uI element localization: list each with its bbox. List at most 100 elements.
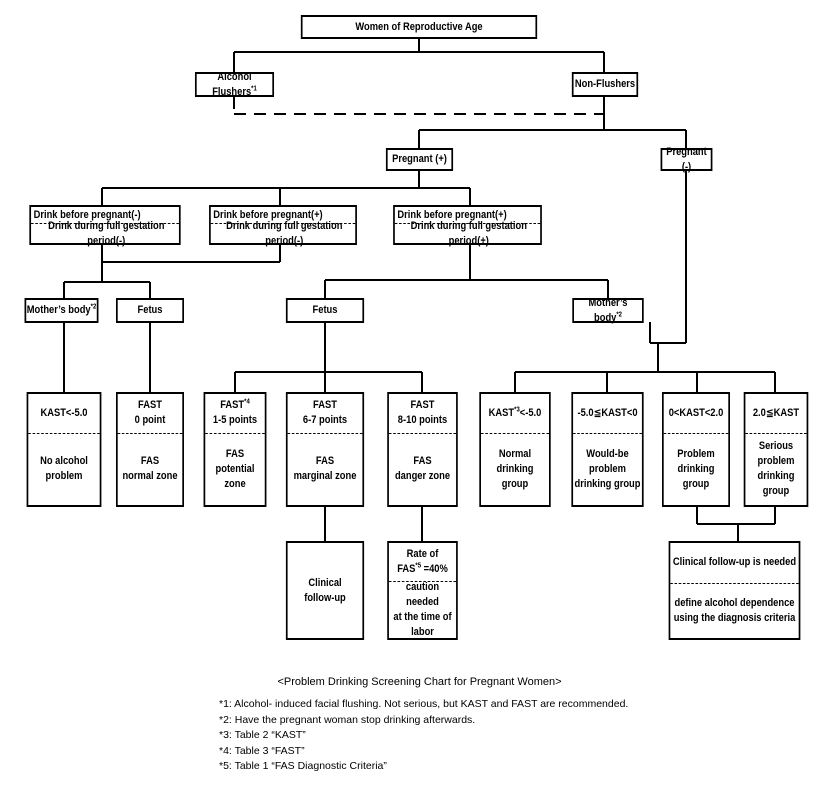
fetus-mid-box: Fetus (285, 298, 365, 323)
fetus-left-label: Fetus (137, 304, 163, 316)
note-ref-1: *1 (251, 84, 257, 92)
footnote-2: *2: Have the pregnant woman stop drinkin… (219, 713, 476, 726)
fast-1-5-top-1: FAST*4 (220, 398, 250, 413)
kast-normal-box: KAST*3<-5.0 Normal drinking group (479, 392, 551, 507)
fast-8-10-bottom-1: FAS (413, 455, 432, 468)
rate-fas-line-2: FAS*5 =40% (397, 562, 448, 577)
kast-left-bottom-1: No alcohol (40, 455, 88, 468)
kast-serious-bottom-1: Serious (758, 440, 794, 453)
mothers-body-right-box: Mother’s body*2 (572, 296, 644, 326)
fast-0-bottom-2: normal zone (122, 470, 178, 483)
fast-1-5-top-text: FAST (220, 399, 245, 412)
drink-c-bottom: Drink during full gestation period(+) (410, 219, 527, 247)
alcohol-flushers-label: Alcohol Flushers*1 (197, 70, 273, 100)
mothers-body-right-label: Mother’s body*2 (574, 296, 642, 326)
kast-problem-bottom-2: drinking (677, 462, 715, 475)
fast-8-10-box: FAST 8-10 points FAS danger zone (387, 392, 458, 507)
kast-left-box: KAST<-5.0 No alcohol problem (26, 392, 102, 507)
clinical-followup-box: Clinical follow-up (285, 541, 365, 640)
rate-fas-bottom-3: labor (411, 626, 434, 638)
mothers-body-right-text: Mother’s body (588, 296, 628, 324)
kast-serious-bottom-4: group (762, 485, 790, 498)
kast-serious-bottom-3: drinking (757, 470, 795, 483)
drink-a-bottom: Drink during full gestation period(-) (48, 219, 165, 247)
fast-0-box: FAST 0 point FAS normal zone (116, 392, 184, 507)
clinical-needed-bottom-2: using the diagnosis criteria (673, 611, 796, 624)
kast-normal-bottom-2: group (501, 477, 529, 490)
footnotes: *1: Alcohol- induced facial flushing. No… (219, 697, 628, 775)
rate-fas-bottom-1: caution needed (405, 581, 440, 608)
note-ref-3: *3 (514, 406, 520, 414)
fast-6-7-top-1: FAST (313, 399, 337, 412)
root-box: Women of Reproductive Age (300, 15, 538, 39)
note-ref-2-right: *2 (616, 310, 622, 318)
footnote-3: *3: Table 2 “KAST” (219, 729, 306, 741)
fetus-left-box: Fetus (116, 298, 184, 323)
fast-6-7-box: FAST 6-7 points FAS marginal zone (285, 392, 365, 507)
drink-b-bottom: Drink during full gestation period(-) (226, 219, 343, 247)
fast-8-10-top-1: FAST (410, 399, 435, 412)
footnote-1: *1: Alcohol- induced facial flushing. No… (219, 698, 629, 710)
pregnant-negative-label: Pregnant (-) (666, 145, 707, 173)
kast-normal-top-pre: KAST (488, 406, 515, 419)
rate-fas-bottom-2: at the time of (393, 611, 452, 623)
fast-8-10-top-2: 8-10 points (397, 414, 448, 427)
footnote-5: *5: Table 1 “FAS Diagnostic Criteria” (219, 760, 387, 772)
rate-fas-box: Rate of FAS*5 =40% caution needed at the… (387, 541, 458, 640)
kast-wouldbe-top: -5.0≦KAST<0 (577, 406, 638, 419)
fast-8-10-bottom-2: danger zone (394, 470, 451, 483)
kast-wouldbe-box: -5.0≦KAST<0 Would-be problem drinking gr… (571, 392, 644, 507)
pregnant-negative-box: Pregnant (-) (660, 146, 713, 173)
drink-c-top: Drink before pregnant(+) (397, 208, 507, 221)
rate-fas-line-1: Rate of (406, 548, 439, 560)
kast-problem-top: 0<KAST<2.0 (668, 406, 724, 419)
rate-fas-line-2-pre: FAS (397, 563, 416, 575)
clinical-followup-line-2: follow-up (304, 591, 346, 604)
kast-wouldbe-bottom-1: Would-be (586, 447, 629, 460)
kast-serious-top: 2.0≦KAST (752, 406, 800, 419)
mothers-body-left-label: Mother’s body*2 (27, 303, 97, 318)
fast-0-top-2: 0 point (134, 414, 166, 427)
fast-6-7-bottom-1: FAS (315, 455, 335, 468)
note-ref-4: *4 (244, 398, 250, 406)
kast-wouldbe-bottom-3: drinking group (574, 477, 641, 490)
kast-wouldbe-bottom-2: problem (589, 462, 626, 475)
kast-serious-box: 2.0≦KAST Serious problem drinking group (743, 392, 809, 507)
fetus-mid-label: Fetus (312, 304, 338, 316)
flushers-text: Alcohol Flushers (212, 70, 252, 98)
fast-1-5-bottom-2: potential zone (215, 462, 255, 490)
root-label: Women of Reproductive Age (355, 20, 483, 33)
kast-problem-bottom-3: group (682, 477, 710, 490)
clinical-needed-top: Clinical follow-up is needed (672, 556, 797, 569)
fast-0-top-1: FAST (138, 399, 162, 412)
kast-left-top: KAST<-5.0 (40, 406, 88, 419)
footnote-4: *4: Table 3 “FAST” (219, 744, 305, 757)
pregnant-positive-label: Pregnant (+) (392, 153, 447, 165)
drink-box-b: Drink before pregnant(+) Drink during fu… (209, 205, 357, 247)
kast-serious-bottom-2: problem (757, 455, 795, 468)
alcohol-flushers-box: Alcohol Flushers*1 (194, 70, 275, 100)
clinical-followup-line-1: Clinical (308, 576, 342, 589)
kast-normal-top-post: <-5.0 (519, 406, 542, 419)
kast-normal-bottom-1: Normal drinking (496, 447, 534, 475)
kast-normal-top: KAST*3<-5.0 (489, 406, 542, 421)
fast-1-5-top-2: 1-5 points (212, 414, 258, 427)
mothers-body-left-box: Mother’s body*2 (24, 298, 99, 323)
non-flushers-box: Non-Flushers (571, 72, 639, 97)
drink-box-c: Drink before pregnant(+) Drink during fu… (393, 205, 542, 247)
fast-6-7-bottom-2: marginal zone (293, 470, 357, 483)
kast-problem-box: 0<KAST<2.0 Problem drinking group (662, 392, 730, 507)
fast-1-5-box: FAST*4 1-5 points FAS potential zone (203, 392, 267, 507)
chart-caption: <Problem Drinking Screening Chart for Pr… (277, 676, 562, 688)
clinical-needed-box: Clinical follow-up is needed define alco… (668, 541, 801, 640)
fast-6-7-top-2: 6-7 points (302, 414, 348, 427)
note-ref-5: *5 (415, 562, 422, 570)
fast-0-bottom-1: FAS (140, 455, 160, 468)
note-ref-2-left: *2 (90, 303, 97, 311)
mothers-body-left-text: Mother’s body (26, 304, 91, 316)
fast-1-5-bottom-1: FAS (225, 447, 245, 460)
kast-problem-bottom-1: Problem (677, 447, 715, 460)
kast-left-bottom-2: problem (45, 470, 83, 483)
rate-fas-line-2-post: =40% (421, 563, 448, 575)
